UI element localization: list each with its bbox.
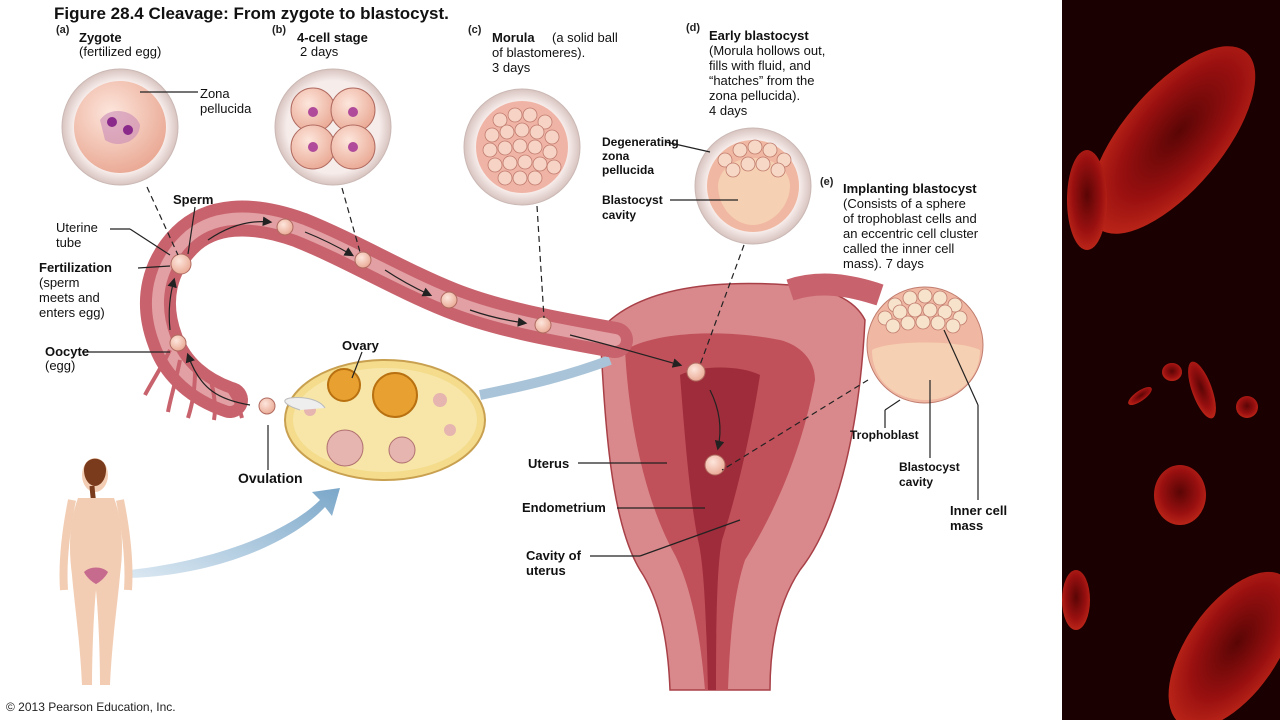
stage-c-desc-inline: (a solid ball xyxy=(552,30,618,45)
zona-pellucida-label: Zona pellucida xyxy=(200,86,252,116)
ovary-label: Ovary xyxy=(342,338,379,353)
stage-d-letter: (d) xyxy=(686,22,701,34)
morula-illustration xyxy=(463,88,581,206)
oocyte-label: Oocyte xyxy=(45,344,90,359)
endometrium-label: Endometrium xyxy=(522,500,606,515)
oocyte-in-tube xyxy=(169,334,187,352)
stage-b-name: 4-cell stage xyxy=(297,30,368,45)
uterine-cavity xyxy=(680,367,760,690)
blastocyst-cavity-e-label: Blastocyst cavity xyxy=(899,460,960,489)
early-blastocyst-illustration xyxy=(694,127,812,245)
blood-cells-image xyxy=(1062,46,1280,720)
stage-a-desc: (fertilized egg) xyxy=(79,44,162,59)
trophoblast-label: Trophoblast xyxy=(850,428,919,442)
oocyte-desc: (egg) xyxy=(45,358,76,373)
degenerating-zona-label: Degenerating zona pellucida xyxy=(602,135,679,177)
fimbriae xyxy=(143,349,244,421)
figure-title: Figure 28.4 Cleavage: From zygote to bla… xyxy=(54,4,449,23)
stage-e-letter: (e) xyxy=(820,176,834,188)
woman-figure xyxy=(59,458,133,685)
four-cell-illustration xyxy=(274,68,392,186)
fertilization-desc: (sperm meets and enters egg) xyxy=(39,275,105,320)
stage-d-name: Early blastocyst xyxy=(709,28,809,43)
body-to-ovary-arrow xyxy=(130,488,340,578)
cavity-of-uterus-label: Cavity of uterus xyxy=(526,548,581,578)
blastocyst-cavity-d-label: Blastocyst cavity xyxy=(602,193,663,222)
stage-d-desc: (Morula hollows out, fills with fluid, a… xyxy=(709,43,826,118)
blood-cells-side-panel xyxy=(1062,0,1280,720)
ovulated-oocyte xyxy=(258,397,276,415)
reproductive-tract-illustration xyxy=(59,68,984,691)
stage-c-desc: of blastomeres). 3 days xyxy=(492,45,586,75)
sperm-label: Sperm xyxy=(173,192,214,207)
stage-a-letter: (a) xyxy=(56,24,70,36)
implanting-blastocyst-illustration xyxy=(866,286,984,404)
zygote-illustration xyxy=(61,68,179,186)
stage-a-name: Zygote xyxy=(79,30,122,45)
stage-c-letter: (c) xyxy=(468,24,482,36)
ovulation-label: Ovulation xyxy=(238,470,303,486)
copyright-notice: © 2013 Pearson Education, Inc. xyxy=(6,700,176,714)
stage-c-name: Morula xyxy=(492,30,535,45)
stage-b-desc: 2 days xyxy=(300,44,339,59)
uterine-tube-label: Uterine tube xyxy=(56,220,98,250)
stage-e-name: Implanting blastocyst xyxy=(843,181,977,196)
stage-e-desc: (Consists of a sphere of trophoblast cel… xyxy=(843,196,979,271)
fertilization-site xyxy=(170,253,192,275)
uterus-label: Uterus xyxy=(528,456,570,471)
inner-cell-mass-label: Inner cell mass xyxy=(950,503,1008,533)
fertilization-label: Fertilization xyxy=(39,260,112,275)
stage-b-letter: (b) xyxy=(272,24,287,36)
